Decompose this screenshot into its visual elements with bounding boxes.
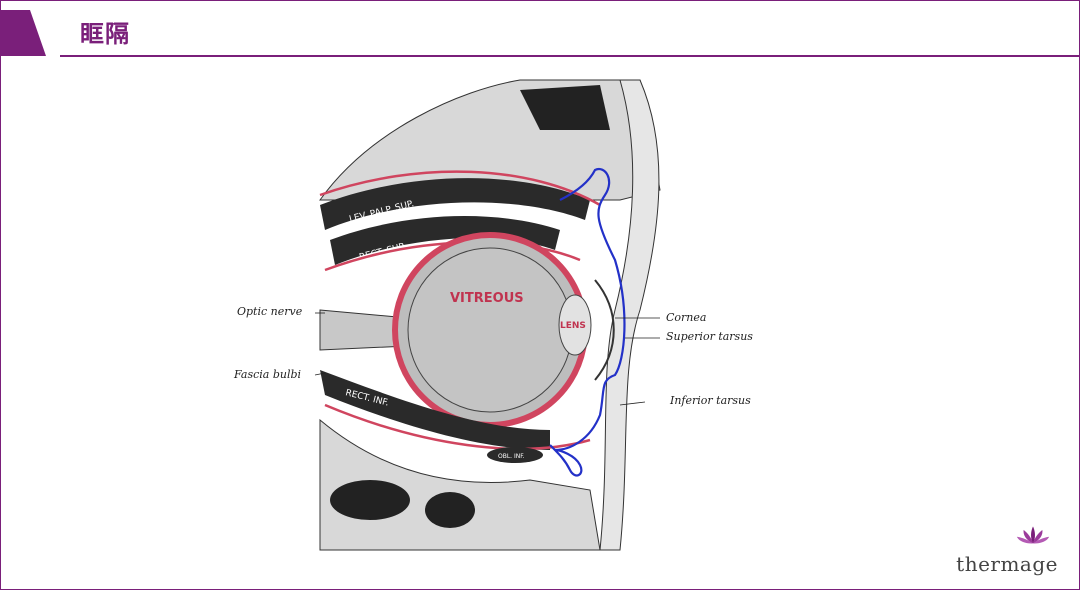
eyeball-inner bbox=[407, 247, 573, 413]
orbital-floor bbox=[319, 418, 601, 551]
cornea-callout: Cornea bbox=[666, 311, 707, 324]
orbital-septum-outline bbox=[549, 167, 626, 477]
title-underline bbox=[60, 55, 1080, 57]
obl-inf-label: OBL. INF. bbox=[498, 453, 525, 460]
obl-inf-muscle bbox=[487, 447, 543, 463]
rect-sup-muscle bbox=[330, 216, 560, 265]
logo-wordmark: thermage bbox=[956, 552, 1058, 576]
fascia-line-bottom bbox=[324, 403, 591, 451]
thermage-logo: thermage bbox=[956, 524, 1058, 576]
fascia-bulbi-callout: Fascia bulbi bbox=[234, 368, 302, 381]
cornea bbox=[594, 279, 615, 381]
superior-tarsus-callout: Superior tarsus bbox=[666, 330, 753, 343]
maxillary-sinus-dark-1 bbox=[330, 480, 410, 520]
lotus-icon bbox=[1016, 526, 1050, 544]
inferior-tarsus-leader bbox=[619, 401, 646, 406]
lev-palp-sup-muscle bbox=[320, 178, 590, 230]
optic-nerve-callout: Optic nerve bbox=[237, 305, 303, 318]
fascia-line-top-1 bbox=[319, 170, 601, 207]
lens-label: LENS bbox=[560, 321, 586, 331]
vitreous-label: VITREOUS bbox=[450, 291, 524, 306]
orbital-septum-diagram: LEV. PALP. SUP. RECT. SUP. VITREOUS LENS… bbox=[314, 79, 661, 551]
frontal-sinus-dark bbox=[520, 85, 610, 130]
title-tab-marker bbox=[0, 10, 46, 56]
lens bbox=[558, 294, 592, 356]
rect-inf-muscle bbox=[320, 370, 550, 450]
page-title: 眶隔 bbox=[80, 20, 130, 48]
maxillary-sinus-dark-2 bbox=[425, 492, 475, 528]
inferior-tarsus-callout: Inferior tarsus bbox=[670, 394, 751, 407]
fascia-bulbi-leader bbox=[314, 372, 326, 376]
